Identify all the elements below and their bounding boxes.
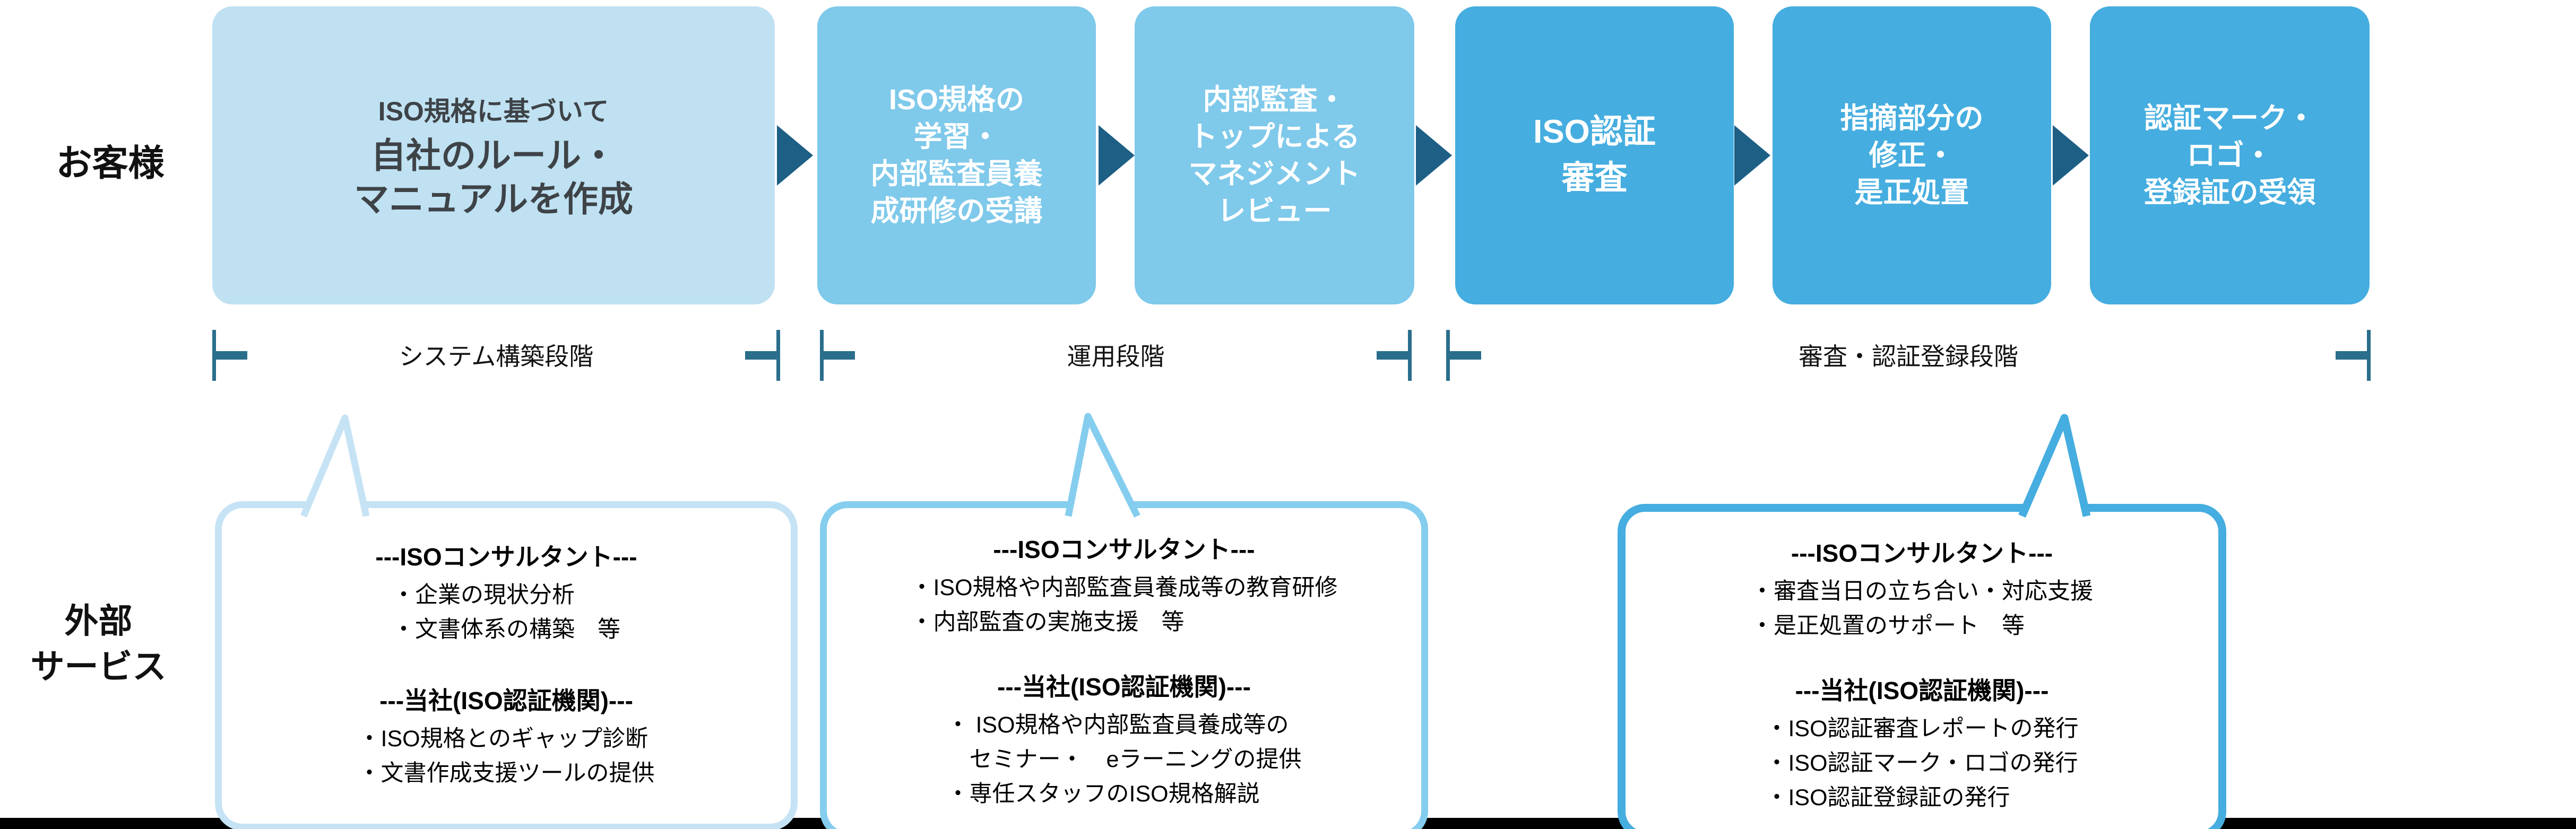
bracket-stub-left-icon xyxy=(820,351,855,360)
process-step-3: 内部監査・ トップによる マネジメント レビュー xyxy=(1135,6,1414,304)
bracket-stub-left-icon xyxy=(212,351,247,360)
step-title: 自社のルール・ マニュアルを作成 xyxy=(353,135,634,219)
bracket-stub-right-icon xyxy=(1377,351,1412,360)
process-step-1: ISO規格に基づいて 自社のルール・ マニュアルを作成 xyxy=(212,6,775,304)
callout-tail-icon xyxy=(300,414,370,518)
callout-operation: ---ISOコンサルタント--- ・ISO規格や内部監査員養成等の教育研修 ・内… xyxy=(820,501,1428,829)
consultant-header: ---ISOコンサルタント--- xyxy=(1791,539,2053,567)
process-step-2: ISO規格の 学習・ 内部監査員養 成研修の受講 xyxy=(817,6,1096,304)
step-title: ISO認証 審査 xyxy=(1533,114,1656,196)
callout-system-build: ---ISOコンサルタント--- ・企業の現状分析 ・文書体系の構築 等 ---… xyxy=(215,501,798,829)
company-header: ---当社(ISO認証機関)--- xyxy=(1795,676,2049,704)
flow-arrow-icon xyxy=(1416,125,1452,186)
stage-bracket-3: 審査・認証登録段階 xyxy=(1446,330,2371,381)
consultant-header: ---ISOコンサルタント--- xyxy=(375,543,637,571)
external-service-row-label: 外部 サービス xyxy=(30,602,167,686)
step-title: ISO規格の 学習・ 内部監査員養 成研修の受講 xyxy=(870,83,1043,228)
process-step-6: 認証マーク・ ロゴ・ 登録証の受領 xyxy=(2090,6,2370,304)
stage-label-2: 運用段階 xyxy=(1067,343,1165,370)
stage-label-3: 審査・認証登録段階 xyxy=(1799,343,2018,370)
step-title: 認証マーク・ ロゴ・ 登録証の受領 xyxy=(2143,102,2316,209)
stage-bracket-2: 運用段階 xyxy=(820,330,1412,381)
company-items: ・ISO規格とのギャップ診断 ・文書作成支援ツールの提供 xyxy=(358,726,655,787)
consultant-header: ---ISOコンサルタント--- xyxy=(993,536,1255,563)
bracket-stub-right-icon xyxy=(2336,351,2371,360)
customer-row-label: お客様 xyxy=(56,143,165,184)
flow-arrow-icon xyxy=(2053,125,2089,186)
flow-arrow-icon xyxy=(777,125,813,186)
consultant-items: ・審査当日の立ち合い・対応支援 ・是正処置のサポート 等 xyxy=(1751,579,2093,639)
step-title: 内部監査・ トップによる マネジメント レビュー xyxy=(1188,83,1361,228)
company-items: ・ISO認証審査レポートの発行 ・ISO認証マーク・ロゴの発行 ・ISO認証登録… xyxy=(1765,715,2079,811)
company-items: ・ ISO規格や内部監査員養成等の セミナー・ eラーニングの提供 ・専任スタッ… xyxy=(946,712,1302,807)
process-step-5: 指摘部分の 修正・ 是正処置 xyxy=(1773,6,2051,304)
bracket-stub-right-icon xyxy=(745,351,780,360)
callout-tail-icon xyxy=(1065,413,1140,518)
consultant-items: ・ISO規格や内部監査員養成等の教育研修 ・内部監査の実施支援 等 xyxy=(910,575,1338,635)
callout-tail-icon xyxy=(2018,414,2091,518)
flow-arrow-icon xyxy=(1099,125,1135,186)
step-title: 指摘部分の 修正・ 是正処置 xyxy=(1840,102,1984,209)
callout-audit-registration: ---ISOコンサルタント--- ・審査当日の立ち合い・対応支援 ・是正処置のサ… xyxy=(1618,504,2226,829)
step-subtitle: ISO規格に基づいて xyxy=(378,96,609,126)
company-header: ---当社(ISO認証機関)--- xyxy=(379,686,633,714)
company-header: ---当社(ISO認証機関)--- xyxy=(997,673,1251,701)
stage-label-1: システム構築段階 xyxy=(399,343,594,370)
consultant-items: ・企業の現状分析 ・文書体系の構築 等 xyxy=(392,582,620,643)
bracket-stub-left-icon xyxy=(1446,351,1481,360)
flow-arrow-icon xyxy=(1734,125,1770,186)
stage-bracket-1: システム構築段階 xyxy=(212,330,780,381)
process-step-4: ISO認証 審査 xyxy=(1455,6,1734,304)
